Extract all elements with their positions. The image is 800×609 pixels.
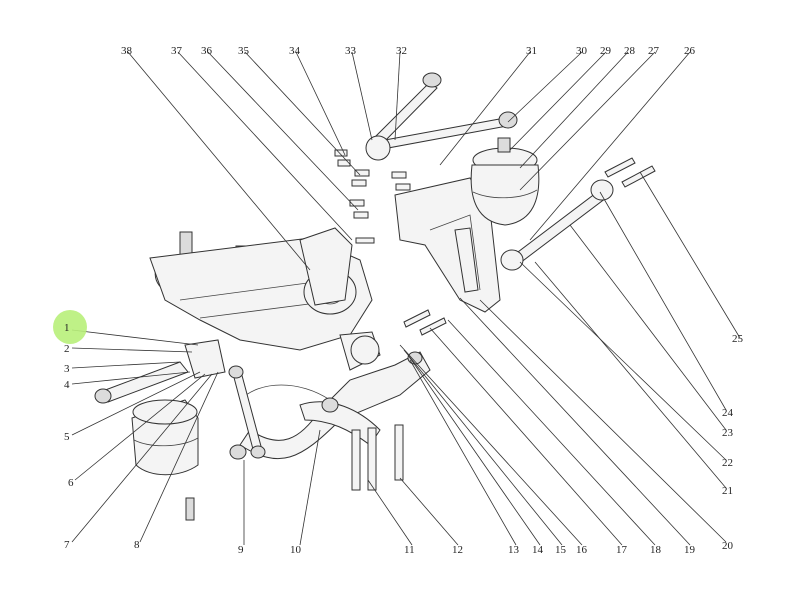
- callout-10: 10: [290, 544, 302, 556]
- callout-22: 22: [722, 457, 733, 469]
- callout-8: 8: [134, 539, 140, 551]
- callout-32: 32: [396, 45, 407, 57]
- callout-7: 7: [64, 539, 70, 551]
- callout-16: 16: [576, 544, 588, 556]
- callout-35: 35: [238, 45, 250, 57]
- highlight-circle: [53, 310, 87, 344]
- callout-19: 19: [684, 544, 696, 556]
- assembly-drawing: [94, 72, 656, 521]
- callout-9: 9: [238, 544, 244, 556]
- callout-29: 29: [600, 45, 612, 57]
- callout-labels: 1 2 3 4 5 6 7 8 9 10 11 12 13 14 15 16 1…: [64, 45, 744, 556]
- callout-4: 4: [64, 379, 70, 391]
- callout-23: 23: [722, 427, 734, 439]
- callout-6: 6: [68, 477, 74, 489]
- callout-31: 31: [526, 45, 537, 57]
- callout-17: 17: [616, 544, 628, 556]
- callout-3: 3: [64, 363, 70, 375]
- callout-15: 15: [555, 544, 567, 556]
- callout-37: 37: [171, 45, 183, 57]
- callout-20: 20: [722, 540, 734, 552]
- callout-30: 30: [576, 45, 588, 57]
- callout-11: 11: [404, 544, 415, 556]
- callout-12: 12: [452, 544, 463, 556]
- callout-14: 14: [532, 544, 544, 556]
- callout-34: 34: [289, 45, 301, 57]
- callout-2: 2: [64, 343, 70, 355]
- callout-36: 36: [201, 45, 213, 57]
- callout-24: 24: [722, 407, 734, 419]
- callout-1: 1: [64, 322, 70, 334]
- callout-5: 5: [64, 431, 70, 443]
- callout-38: 38: [121, 45, 133, 57]
- leader-lines: [71, 51, 741, 546]
- callout-25: 25: [732, 333, 744, 345]
- callout-18: 18: [650, 544, 662, 556]
- callout-28: 28: [624, 45, 636, 57]
- callout-27: 27: [648, 45, 660, 57]
- callout-26: 26: [684, 45, 696, 57]
- callout-33: 33: [345, 45, 357, 57]
- callout-13: 13: [508, 544, 520, 556]
- callout-21: 21: [722, 485, 733, 497]
